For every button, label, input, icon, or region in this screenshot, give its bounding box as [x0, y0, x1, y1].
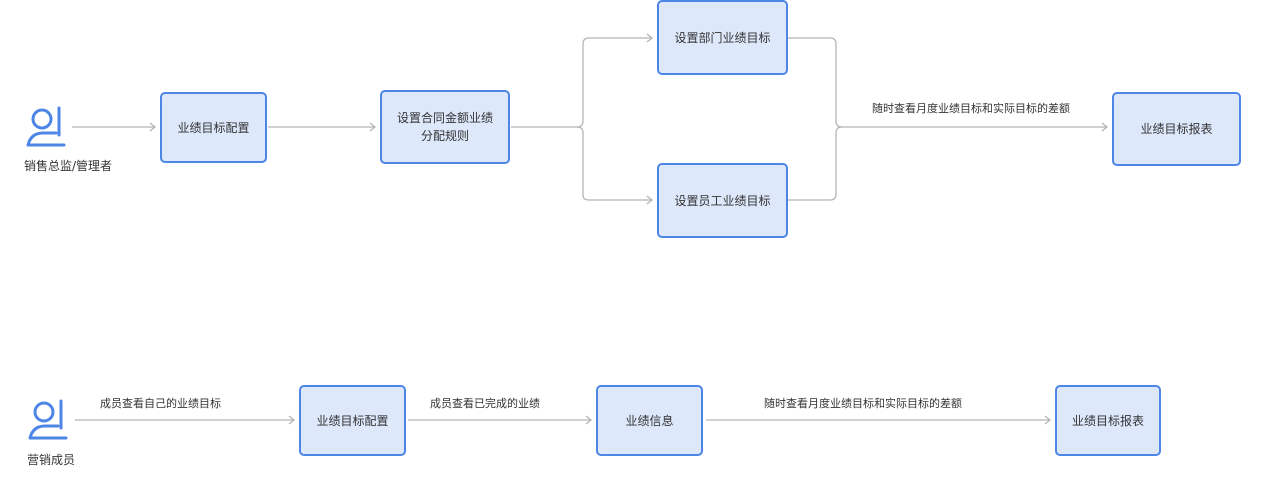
node-target-config[interactable]: 业绩目标配置 [160, 92, 267, 163]
node-performance-info[interactable]: 业绩信息 [596, 385, 703, 456]
node-dept-target[interactable]: 设置部门业绩目标 [657, 0, 788, 75]
node-staff-target[interactable]: 设置员工业绩目标 [657, 163, 788, 238]
edge-staff-to-merge [788, 126, 843, 201]
arrowhead [1101, 122, 1109, 132]
node-target-report[interactable]: 业绩目标报表 [1112, 92, 1241, 166]
arrowhead [149, 122, 157, 132]
edge-rule-to-dept [511, 37, 652, 128]
edge-label-view-own-target: 成员查看自己的业绩目标 [100, 397, 221, 410]
node-allocation-rule[interactable]: 设置合同金额业绩分配规则 [380, 90, 510, 164]
edge-label-view-completed: 成员查看已完成的业绩 [430, 397, 540, 410]
edge-rule-to-staff [576, 126, 652, 201]
user-icon [28, 399, 68, 440]
actor-label: 销售总监/管理者 [24, 159, 113, 173]
node-target-config[interactable]: 业绩目标配置 [299, 385, 406, 456]
arrowhead [585, 415, 593, 425]
edge-label-view-gap: 随时查看月度业绩目标和实际目标的差额 [764, 397, 962, 410]
edge-dept-to-merge [788, 37, 843, 128]
arrowhead [369, 122, 377, 132]
actor-label: 营销成员 [27, 453, 76, 467]
node-target-report[interactable]: 业绩目标报表 [1055, 385, 1161, 456]
arrowhead [646, 33, 654, 43]
arrowhead [1044, 415, 1052, 425]
edge-label-view-gap: 随时查看月度业绩目标和实际目标的差额 [872, 102, 1070, 115]
arrowhead [288, 415, 296, 425]
user-icon [26, 106, 66, 147]
arrowhead [646, 195, 654, 205]
